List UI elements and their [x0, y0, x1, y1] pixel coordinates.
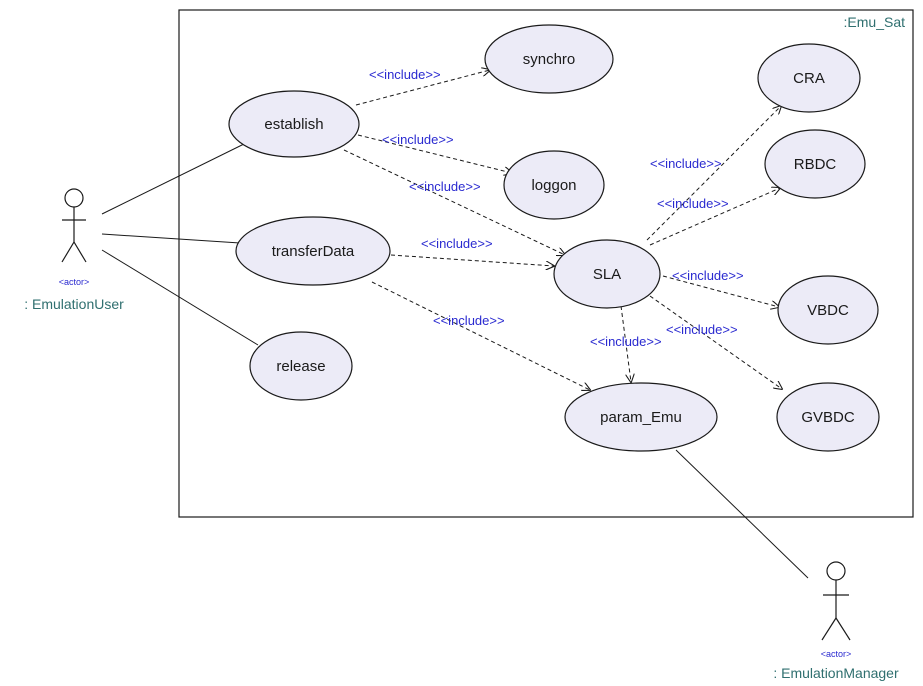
stick-figure-icon — [61, 188, 87, 263]
include-label: <<include>> — [421, 236, 493, 251]
use-case-label: VBDC — [807, 302, 849, 319]
include-label: <<include>> — [369, 67, 441, 82]
use-case-label: param_Emu — [600, 409, 682, 426]
include-arrow — [371, 281, 590, 390]
use-case-CRA[interactable]: CRA — [757, 43, 861, 113]
include-label: <<include>> — [409, 179, 481, 194]
use-case-label: GVBDC — [801, 409, 855, 426]
actor-emulation-manager[interactable]: <actor> : EmulationManager — [773, 561, 899, 681]
use-case-loggon[interactable]: loggon — [503, 150, 605, 220]
include-arrow — [662, 275, 779, 307]
include-label: <<include>> — [590, 334, 662, 349]
associations — [101, 142, 809, 579]
use-case-synchro[interactable]: synchro — [484, 24, 614, 94]
include-arrow — [390, 254, 554, 266]
association-line — [101, 233, 241, 244]
actor-stereotype: <actor> — [59, 277, 90, 287]
use-case-GVBDC[interactable]: GVBDC — [776, 382, 880, 452]
include-label: <<include>> — [672, 268, 744, 283]
include-arrow — [355, 70, 490, 106]
use-case-SLA[interactable]: SLA — [553, 239, 661, 309]
include-label: <<include>> — [666, 322, 738, 337]
use-case-label: RBDC — [794, 156, 837, 173]
use-case-label: establish — [264, 116, 323, 133]
use-case-label: CRA — [793, 70, 825, 87]
use-case-label: transferData — [272, 243, 355, 260]
use-case-establish[interactable]: establish — [228, 90, 360, 158]
use-case-param_Emu[interactable]: param_Emu — [564, 382, 718, 452]
use-case-label: loggon — [531, 177, 576, 194]
use-case-release[interactable]: release — [249, 331, 353, 401]
include-arrow — [357, 134, 512, 173]
include-arrow — [343, 149, 565, 255]
include-arrow — [620, 305, 631, 382]
include-arrow — [649, 188, 780, 246]
actor-name: : EmulationManager — [773, 665, 899, 681]
include-dependencies — [343, 70, 782, 390]
include-label: <<include>> — [657, 196, 729, 211]
system-name: :Emu_Sat — [844, 14, 906, 30]
use-case-RBDC[interactable]: RBDC — [764, 129, 866, 199]
use-case-transferData[interactable]: transferData — [235, 216, 391, 286]
include-label: <<include>> — [650, 156, 722, 171]
include-arrow — [649, 295, 782, 389]
include-arrow — [646, 106, 781, 241]
use-case-label: SLA — [593, 266, 621, 283]
association-line — [675, 449, 809, 579]
stick-figure-icon — [821, 561, 851, 641]
include-label: <<include>> — [433, 313, 505, 328]
actor-stereotype: <actor> — [821, 649, 852, 659]
include-labels: <<include>> <<include>> <<include>> <<in… — [369, 67, 744, 349]
include-label: <<include>> — [382, 132, 454, 147]
use-case-label: release — [276, 358, 325, 375]
use-case-VBDC[interactable]: VBDC — [777, 275, 879, 345]
use-case-label: synchro — [523, 51, 576, 68]
association-line — [101, 249, 259, 346]
association-line — [101, 142, 247, 215]
actor-name: : EmulationUser — [24, 296, 124, 312]
actor-emulation-user[interactable]: <actor> : EmulationUser — [24, 188, 124, 312]
